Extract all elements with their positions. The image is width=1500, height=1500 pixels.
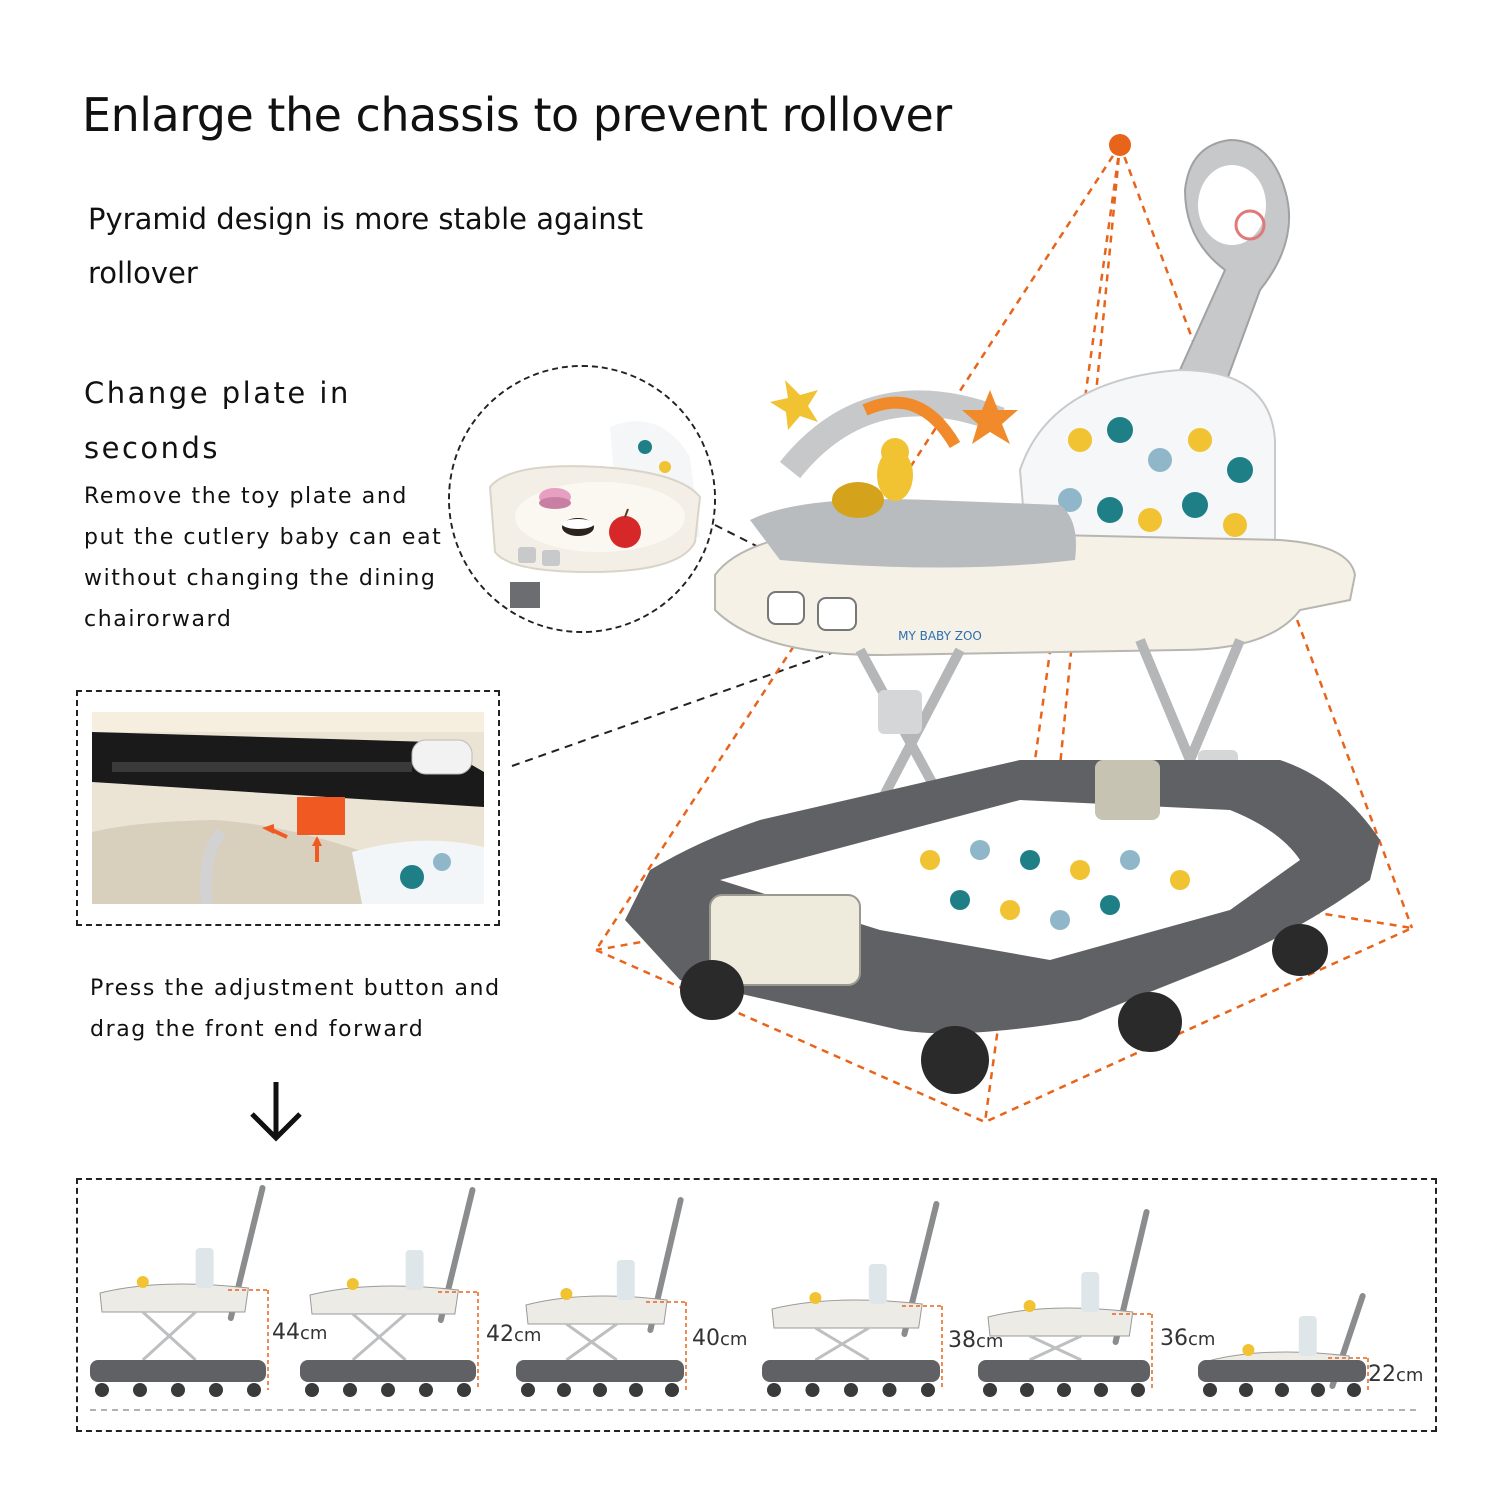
height-label-42: 42cm [486,1322,542,1347]
walker-level-3 [516,1197,687,1397]
adjustment-detail-frame [76,690,500,926]
height-levels-panel [76,1178,1437,1432]
plate-feature-title: Change plate in seconds [84,376,351,465]
food-tray-illustration [450,367,714,631]
walker-level-2 [300,1187,479,1397]
page-title: Enlarge the chassis to prevent rollover [82,88,952,142]
height-levels-illustration [90,1185,1421,1411]
height-label-36: 36cm [1160,1326,1216,1351]
adjustment-description: Press the adjustment button and drag the… [90,976,501,1042]
wheels [680,924,1328,1094]
walker-level-4 [762,1201,943,1397]
baby-walker-main-illustration: MY BABY ZOO [594,134,1417,1124]
pyramid-apex-dot [1109,134,1131,156]
height-label-38: 38cm [948,1328,1004,1353]
adjustment-button-photo [92,712,484,904]
subtitle: Pyramid design is more stable against ro… [88,202,644,290]
plate-feature-description: Remove the toy plate and put the cutlery… [84,484,443,632]
height-label-44: 44cm [272,1320,328,1345]
walker-level-1 [90,1185,269,1397]
height-label-22: 22cm [1368,1362,1424,1387]
food-tray-zoom [448,365,716,633]
height-label-40: 40cm [692,1326,748,1351]
floor-mat-pattern [920,840,1190,930]
brand-sticker: MY BABY ZOO [898,629,982,643]
arrow-down-icon [250,1082,302,1142]
walker-level-6 [1198,1293,1369,1397]
walker-level-5 [978,1209,1153,1397]
